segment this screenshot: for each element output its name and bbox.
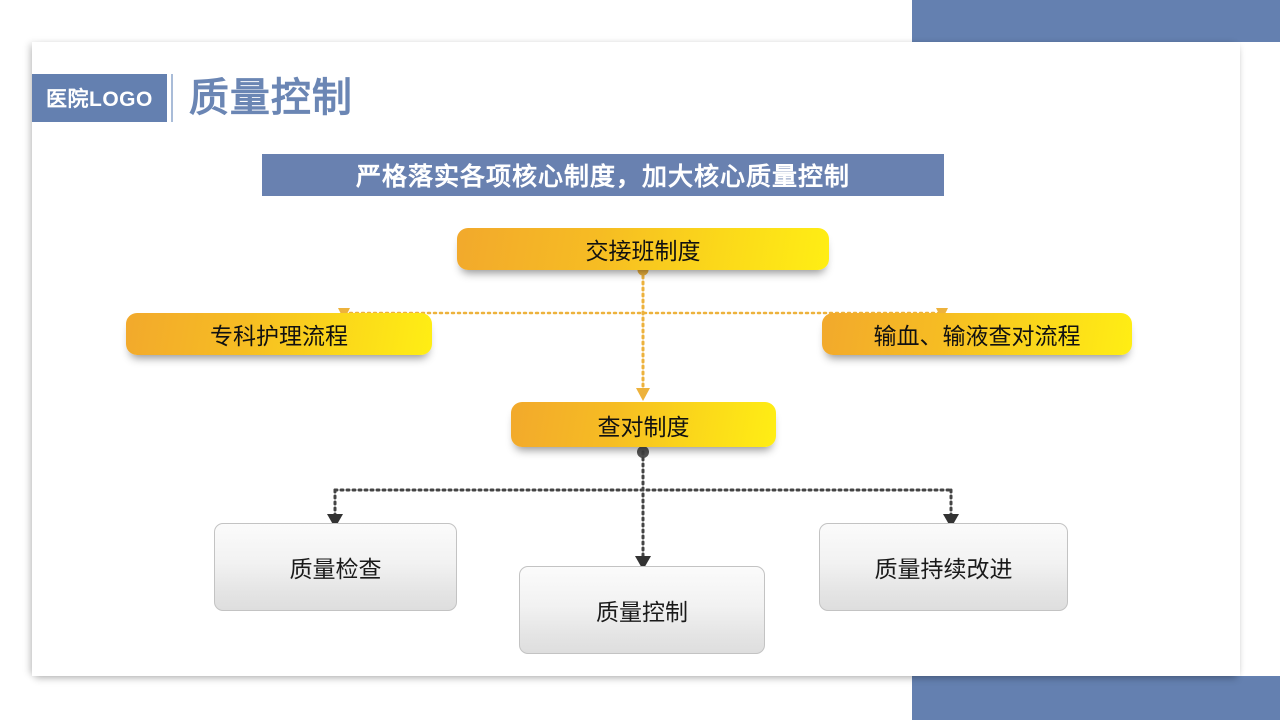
slide-card: 医院LOGO 质量控制 严格落实各项核心制度，加大核心质量控制 <box>32 42 1240 676</box>
node-handover[interactable]: 交接班制度 <box>457 228 829 270</box>
process-diagram: 交接班制度 专科护理流程 输血、输液查对流程 查对制度 质量检查 质量控制 质量… <box>32 42 1240 676</box>
arrowhead-verification-top <box>636 388 650 401</box>
node-transfusion-check[interactable]: 输血、输液查对流程 <box>822 313 1132 355</box>
node-continuous-improvement[interactable]: 质量持续改进 <box>819 523 1068 611</box>
slide-header: 医院LOGO 质量控制 <box>32 74 353 122</box>
node-specialty-nursing[interactable]: 专科护理流程 <box>126 313 432 355</box>
page-title: 质量控制 <box>188 76 353 120</box>
dot-verification-bottom <box>637 446 649 458</box>
node-quality-control[interactable]: 质量控制 <box>519 566 765 654</box>
decor-block-top-right <box>912 0 1280 42</box>
subtitle-banner: 严格落实各项核心制度，加大核心质量控制 <box>262 154 944 196</box>
node-verification[interactable]: 查对制度 <box>511 402 776 447</box>
title-divider <box>170 74 173 122</box>
hospital-logo-badge: 医院LOGO <box>32 74 167 122</box>
decor-block-bottom-right <box>912 676 1280 720</box>
node-quality-inspection[interactable]: 质量检查 <box>214 523 457 611</box>
